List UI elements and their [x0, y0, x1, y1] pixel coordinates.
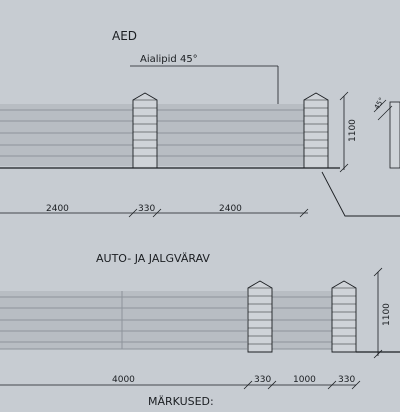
- gate-dim-4: 330: [338, 375, 355, 385]
- step-line: [321, 171, 400, 217]
- gate-height-dimension: 1100: [373, 267, 392, 359]
- side-angle-label: 45°: [373, 96, 386, 111]
- gate-dim-3: 1000: [293, 375, 316, 385]
- fence-section: AED Aialipid 45°: [0, 29, 400, 218]
- side-profile: 45°: [373, 96, 400, 169]
- gate-section: AUTO- JA JALGVÄRAV: [0, 252, 400, 390]
- fence-boards-right: [157, 104, 304, 166]
- fence-callout: Aialipid 45°: [140, 54, 198, 65]
- gate-dim-1: 4000: [112, 375, 135, 385]
- gate-title: AUTO- JA JALGVÄRAV: [96, 252, 210, 265]
- gate-post-2: [331, 280, 357, 353]
- gate-height-label: 1100: [382, 303, 392, 326]
- gate-dim-2: 330: [254, 375, 271, 385]
- fence-boards-left: [0, 104, 133, 166]
- gate-width-dimension: 4000 330 1000 330: [0, 375, 361, 390]
- fence-title: AED: [112, 29, 137, 43]
- fence-height-label: 1100: [348, 119, 358, 142]
- car-gate-boards: [0, 291, 247, 350]
- gate-post-1: [247, 280, 273, 353]
- fence-post-1: [132, 92, 158, 169]
- fence-dim-2: 330: [138, 204, 155, 214]
- fence-dim-3: 2400: [219, 204, 242, 214]
- notes-title: MÄRKUSED:: [148, 395, 214, 408]
- pedestrian-gate-boards: [272, 291, 332, 350]
- fence-post-2: [303, 92, 329, 169]
- fence-dim-1: 2400: [46, 204, 69, 214]
- fence-width-dimension: 2400 330 2400: [0, 204, 309, 218]
- fence-height-dimension: 1100: [339, 91, 358, 173]
